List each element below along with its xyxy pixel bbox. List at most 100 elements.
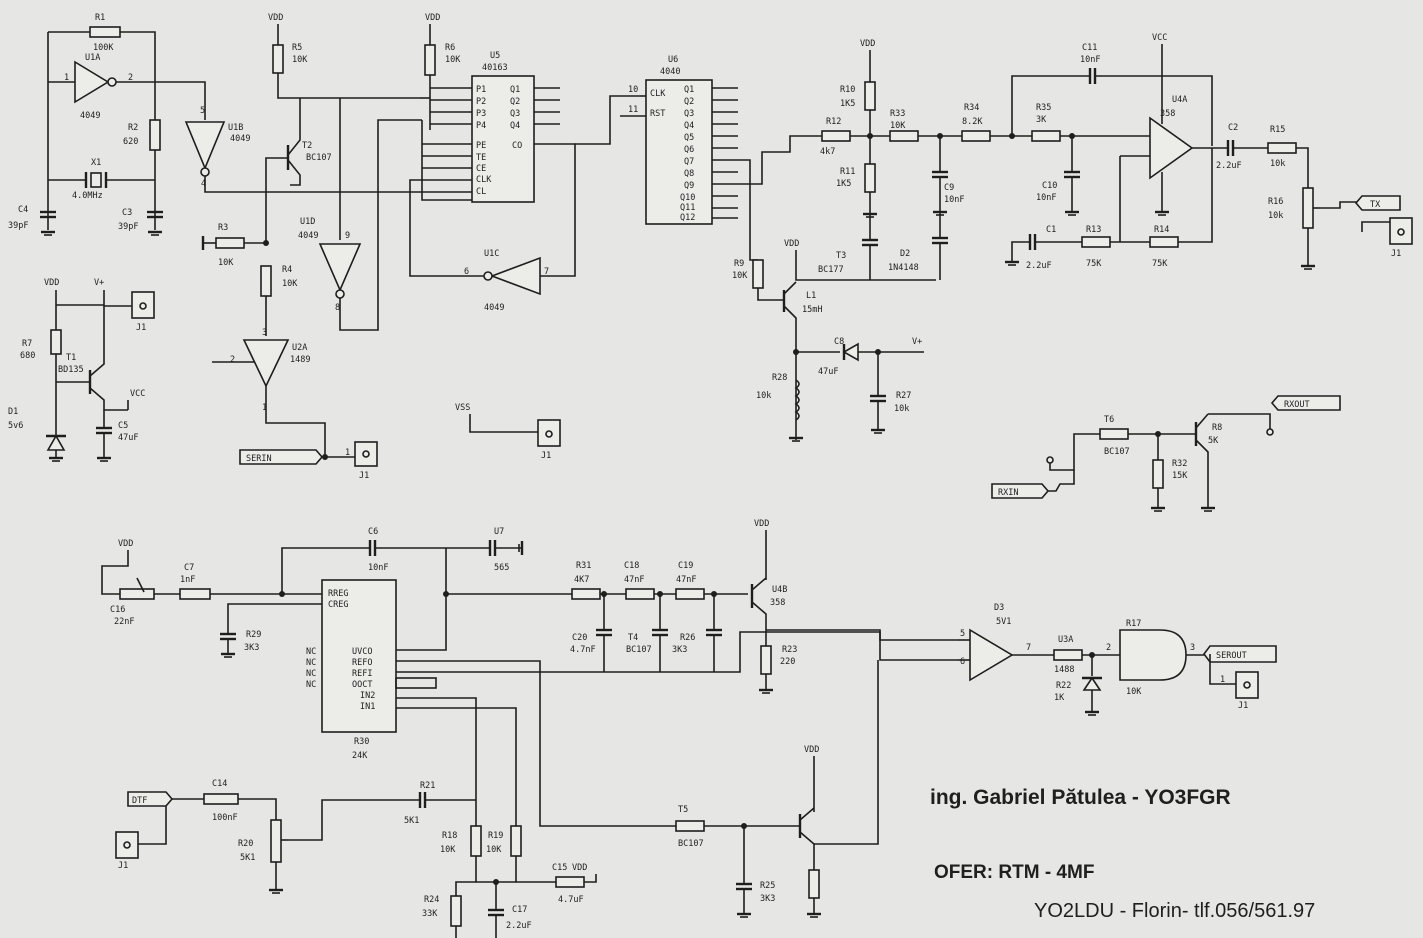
svg-text:Q1: Q1 <box>510 85 520 95</box>
svg-text:358: 358 <box>770 598 785 608</box>
potentiometer-r8 <box>119 588 155 600</box>
svg-text:6: 6 <box>960 657 965 667</box>
inverter-u1b <box>184 121 226 171</box>
svg-text:U2A: U2A <box>292 343 307 353</box>
svg-text:5: 5 <box>960 629 965 639</box>
ic-u5 <box>471 75 535 203</box>
resistor-r23 <box>1053 649 1083 661</box>
svg-text:T4: T4 <box>628 633 638 643</box>
svg-text:TX: TX <box>1370 200 1381 210</box>
svg-text:CLK: CLK <box>650 89 666 99</box>
svg-text:15mH: 15mH <box>802 305 822 315</box>
svg-text:3K3: 3K3 <box>672 645 687 655</box>
svg-text:R30: R30 <box>354 737 369 747</box>
svg-text:T3: T3 <box>836 251 846 261</box>
svg-text:REFO: REFO <box>352 658 372 668</box>
svg-text:R20: R20 <box>238 839 253 849</box>
svg-text:Q1: Q1 <box>684 85 694 95</box>
resistor-r29 <box>571 588 601 600</box>
svg-text:C19: C19 <box>678 561 693 571</box>
svg-text:D3: D3 <box>994 603 1004 613</box>
svg-text:3K3: 3K3 <box>760 894 775 904</box>
svg-text:5v6: 5v6 <box>8 421 23 431</box>
svg-text:PE: PE <box>476 141 486 151</box>
inverter-u1c <box>489 256 541 296</box>
svg-text:Q2: Q2 <box>684 97 694 107</box>
oscillator-section: R1 100K U1A 4049 1 2 R2 620 X1 4.0MHz C4… <box>8 13 418 237</box>
svg-text:10K: 10K <box>292 55 308 65</box>
svg-text:7: 7 <box>1026 643 1031 653</box>
svg-text:C1: C1 <box>1046 225 1056 235</box>
svg-text:5K: 5K <box>1208 436 1219 446</box>
crystal-x1 <box>90 172 102 188</box>
svg-text:R27: R27 <box>896 391 911 401</box>
svg-text:75K: 75K <box>1152 259 1168 269</box>
offer-credit: OFER: RTM - 4MF <box>934 862 1095 883</box>
ic-u6 <box>645 79 713 225</box>
resistor-r26 <box>760 645 772 675</box>
loop-filter-section: R31 4K7 C18 47nF C19 47nF C20 4.7nF T4 B… <box>570 519 958 695</box>
svg-text:U6: U6 <box>668 55 678 65</box>
contact-credit: YO2LDU - Florin- tlf.056/561.97 <box>1034 900 1316 922</box>
svg-text:T5: T5 <box>678 805 688 815</box>
svg-text:U7: U7 <box>494 527 504 537</box>
resistor-r6 <box>424 44 436 76</box>
svg-text:R13: R13 <box>1086 225 1101 235</box>
svg-text:10K: 10K <box>282 279 298 289</box>
resistor-r14 <box>1149 236 1179 248</box>
opamp-u4a <box>1149 116 1194 180</box>
author-credit: ing. Gabriel Pătulea - YO3FGR <box>930 786 1231 809</box>
svg-text:R18: R18 <box>442 831 457 841</box>
tx-driver-section: R9 10K VDD L1 15mH T3 BC177 D2 1N4148 C8… <box>732 159 948 443</box>
svg-text:IN1: IN1 <box>360 702 375 712</box>
svg-text:10nF: 10nF <box>1036 193 1056 203</box>
svg-text:NC: NC <box>306 647 316 657</box>
resistor-r34 <box>961 130 991 142</box>
svg-text:1nF: 1nF <box>180 575 195 585</box>
svg-text:4.7uF: 4.7uF <box>558 895 584 905</box>
svg-text:Q8: Q8 <box>684 169 694 179</box>
svg-text:T6: T6 <box>1104 415 1114 425</box>
inverter-u1a <box>74 60 110 104</box>
resistor-r5 <box>272 44 284 74</box>
svg-text:R23: R23 <box>782 645 797 655</box>
svg-text:R9: R9 <box>734 259 744 269</box>
svg-text:10nF: 10nF <box>944 195 964 205</box>
svg-text:10K: 10K <box>218 258 234 268</box>
svg-text:VDD: VDD <box>860 39 875 49</box>
svg-text:565: 565 <box>494 563 509 573</box>
svg-text:R28: R28 <box>772 373 787 383</box>
svg-text:SEROUT: SEROUT <box>1216 651 1247 661</box>
svg-text:VDD: VDD <box>118 539 133 549</box>
net-label-tx <box>1354 195 1401 211</box>
svg-text:VDD: VDD <box>268 13 283 23</box>
svg-text:10K: 10K <box>1126 687 1142 697</box>
svg-text:CE: CE <box>476 164 486 174</box>
svg-text:Q3: Q3 <box>684 109 694 119</box>
svg-text:VDD: VDD <box>425 13 440 23</box>
svg-text:Q10: Q10 <box>680 193 695 203</box>
svg-text:C8: C8 <box>834 337 844 347</box>
svg-text:2: 2 <box>1106 643 1111 653</box>
svg-text:R22: R22 <box>1056 681 1071 691</box>
svg-text:CL: CL <box>476 187 486 197</box>
svg-text:R19: R19 <box>488 831 503 841</box>
svg-text:9: 9 <box>345 231 350 241</box>
svg-text:TE: TE <box>476 153 486 163</box>
svg-text:R31: R31 <box>576 561 591 571</box>
svg-text:47nF: 47nF <box>624 575 644 585</box>
svg-text:R11: R11 <box>840 167 855 177</box>
counter-u6: U6 4040 CLK RST 10 11 Q1 Q2 Q3 Q4 Q5 Q6 … <box>620 55 738 225</box>
r1-ref: R1 <box>95 13 105 23</box>
svg-text:Q4: Q4 <box>684 121 694 131</box>
svg-text:NC: NC <box>306 680 316 690</box>
ic-u7 <box>321 579 397 733</box>
svg-text:7: 7 <box>544 267 549 277</box>
svg-text:24K: 24K <box>352 751 368 761</box>
resistor-r35 <box>1031 130 1061 142</box>
svg-text:V+: V+ <box>912 337 922 347</box>
svg-text:BC107: BC107 <box>626 645 652 655</box>
svg-text:U3A: U3A <box>1058 635 1073 645</box>
svg-text:40163: 40163 <box>482 63 508 73</box>
resistor-r22 <box>203 793 239 805</box>
